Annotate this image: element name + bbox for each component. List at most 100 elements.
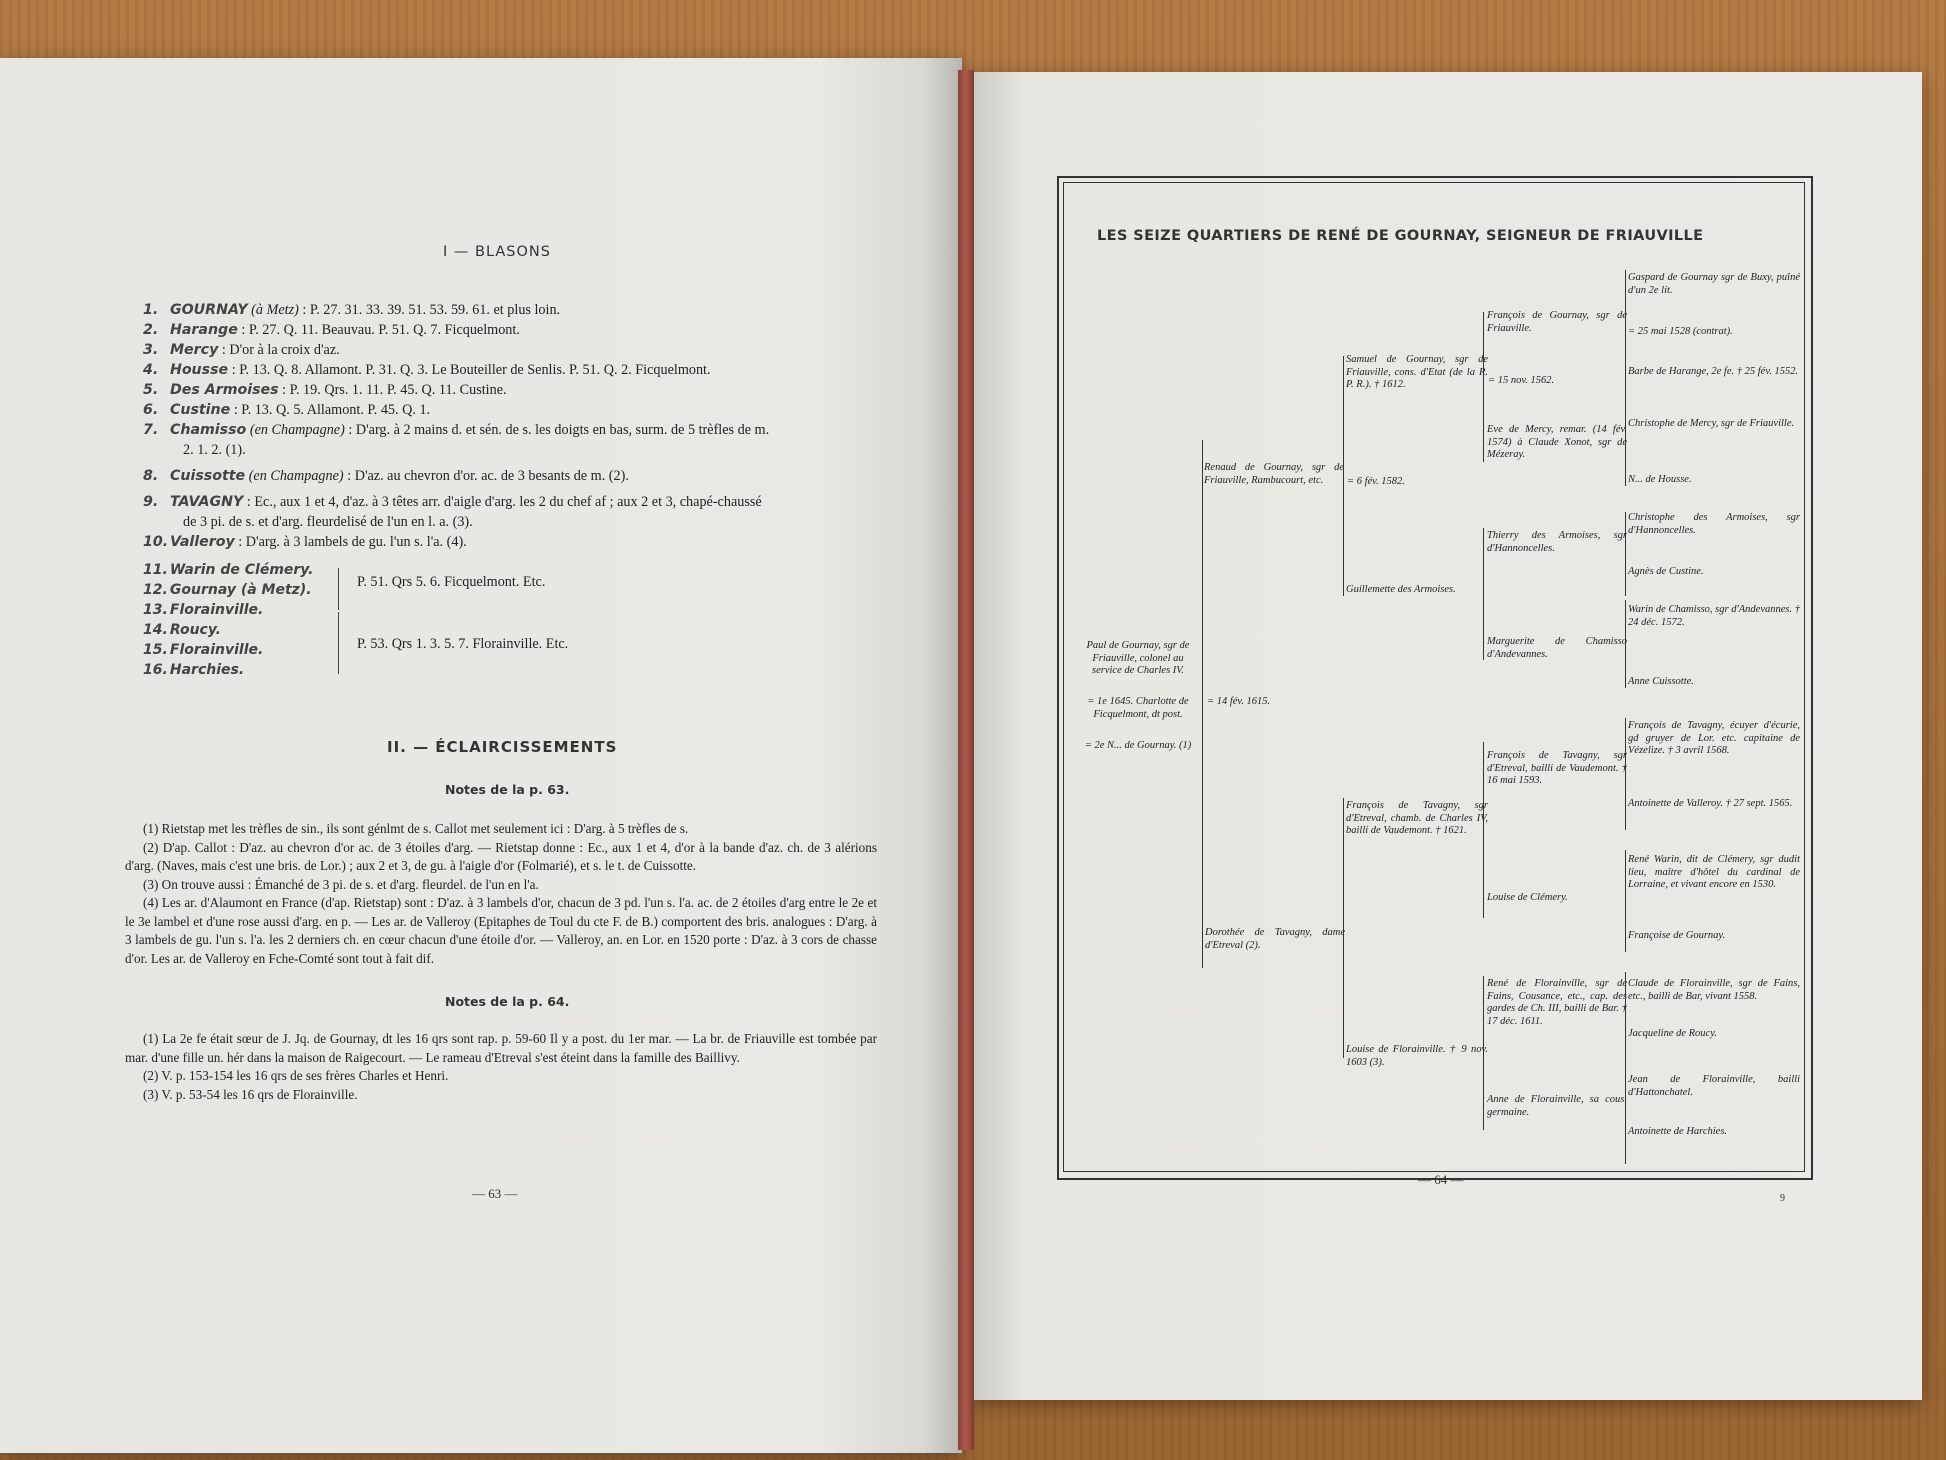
g4-person: Claude de Florainville, sgr de Fains, et…	[1628, 978, 1800, 1002]
bracket-g3	[1625, 718, 1626, 830]
bracket-g2-a	[1483, 312, 1484, 462]
blason-row: 3. Mercy : D'or à la croix d'az.	[143, 340, 883, 360]
blason-row: 2. Harange : P. 27. Q. 11. Beauvau. P. 5…	[143, 320, 883, 340]
blason-name: Valleroy	[165, 534, 235, 550]
blason-text: : D'arg. à 3 lambels de gu. l'un s. l'a.…	[234, 534, 467, 550]
blason-group-row: 14. Roucy.	[143, 620, 313, 640]
root-parents-marriage: = 14 fév. 1615.	[1207, 696, 1271, 707]
blason-number: 5.	[143, 382, 159, 398]
g3-person: Marguerite de Chamisso d'Andevannes.	[1487, 636, 1627, 660]
notes64-title: Notes de la p. 64.	[445, 994, 570, 1009]
note-paragraph: (1) Rietstap met les trèfles de sin., il…	[143, 821, 689, 836]
g2-guillemette: Guillemette des Armoises.	[1346, 584, 1456, 595]
g4-person: Antoinette de Valleroy. † 27 sept. 1565.	[1628, 798, 1793, 809]
blason-name: Chamisso	[165, 422, 247, 438]
g4-person: René Warin, dit de Clémery, sgr dudit li…	[1628, 854, 1800, 890]
blason-number: 15.	[143, 642, 168, 658]
blason-name: Warin de Clémery.	[165, 562, 314, 578]
chart-frame-inner	[1063, 182, 1805, 1172]
page-number-63: — 63 —	[472, 1186, 518, 1201]
blason-number: 6.	[143, 402, 159, 418]
blason-group-row: 16. Harchies.	[143, 660, 313, 680]
blason-number: 4.	[143, 362, 159, 378]
notes63-title: Notes de la p. 63.	[445, 782, 570, 797]
blason-group-row: 11. Warin de Clémery.	[143, 560, 313, 580]
g4-person: Christophe de Mercy, sgr de Friauville.	[1628, 418, 1795, 429]
blason-text: : P. 13. Q. 5. Allamont. P. 45. Q. 1.	[230, 402, 431, 418]
left-page	[0, 58, 962, 1453]
blason-row: 8. Cuissotte (en Champagne) : D'az. au c…	[143, 466, 883, 486]
blason-number: 10.	[143, 534, 169, 550]
blason-text: : D'az. au chevron d'or. ac. de 3 besant…	[343, 468, 629, 484]
blason-number: 11.	[143, 562, 168, 578]
blason-text: : P. 27. 31. 33. 39. 51. 53. 59. 61. et …	[298, 302, 561, 318]
bracket-g3	[1625, 972, 1626, 1072]
g3-person: René de Florainville, sgr de Fains, Cous…	[1487, 978, 1627, 1027]
blason-name: Florainville.	[165, 602, 264, 618]
g3-person: Thierry des Armoises, sgr d'Hannoncelles…	[1487, 530, 1627, 554]
g4-person: Antoinette de Harchies.	[1628, 1126, 1728, 1137]
blason-text: de 3 pi. de s. et d'arg. fleurdelisé de …	[183, 514, 473, 530]
blason-row: 4. Housse : P. 13. Q. 8. Allamont. P. 31…	[143, 360, 883, 380]
bracket-g2-c	[1483, 742, 1484, 918]
blason-group-row: 15. Florainville.	[143, 640, 313, 660]
blason-number: 7.	[143, 422, 159, 438]
g4-person: Barbe de Harange, 2e fe. † 25 fév. 1552.	[1628, 366, 1799, 377]
blason-row: 9. TAVAGNY : Ec., aux 1 et 4, d'az. à 3 …	[143, 492, 883, 512]
notes-64: (1) La 2e fe était sœur de J. Jq. de Gou…	[125, 1030, 877, 1104]
blason-name: Mercy	[165, 342, 219, 358]
blason-number: 16.	[143, 662, 168, 678]
g2-francois-tavagny: François de Tavagny, sgr d'Etreval, cham…	[1346, 800, 1488, 836]
blason-name: Des Armoises	[165, 382, 279, 398]
g3-person: Louise de Clémery.	[1487, 892, 1568, 903]
blason-name: Gournay (à Metz).	[165, 582, 312, 598]
g4-person: Gaspard de Gournay sgr de Buxy, puîné d'…	[1628, 272, 1800, 296]
blason-text: : P. 27. Q. 11. Beauvau. P. 51. Q. 7. Fi…	[237, 322, 520, 338]
blason-name: Housse	[165, 362, 229, 378]
g4-person: Agnès de Custine.	[1628, 566, 1704, 577]
g4-person: Jean de Florainville, bailli d'Hattoncha…	[1628, 1074, 1800, 1098]
bracket-g3	[1625, 270, 1626, 420]
blason-qualifier: (en Champagne)	[245, 468, 344, 484]
brace-b	[338, 612, 339, 674]
blason-number: 12.	[143, 582, 168, 598]
blason-name: Harange	[165, 322, 238, 338]
bracket-g2-d	[1483, 976, 1484, 1130]
note-paragraph: (3) On trouve aussi : Émanché de 3 pi. d…	[143, 876, 539, 892]
blason-number: 13.	[143, 602, 168, 618]
blason-text: : Ec., aux 1 et 4, d'az. à 3 têtes arr. …	[243, 494, 762, 510]
g2-louise-florainville: Louise de Florainville. † 9 nov. 1603 (3…	[1346, 1044, 1488, 1068]
blason-text: : P. 13. Q. 8. Allamont. P. 31. Q. 3. Le…	[228, 362, 711, 378]
g4-person: Warin de Chamisso, sgr d'Andevannes. † 2…	[1628, 604, 1800, 628]
g4-person: N... de Housse.	[1628, 474, 1692, 485]
g1-mother: Dorothée de Tavagny, dame d'Etreval (2).	[1205, 927, 1345, 951]
blason-row: 6. Custine : P. 13. Q. 5. Allamont. P. 4…	[143, 400, 883, 420]
group-ref-a: P. 51. Qrs 5. 6. Ficquelmont. Etc.	[357, 574, 546, 590]
g3-person: Anne de Florainville, sa cous. germaine.	[1487, 1094, 1627, 1118]
brace-a	[338, 568, 339, 610]
blason-name: TAVAGNY	[165, 494, 244, 510]
note-paragraph: (2) D'ap. Callot : D'az. au chevron d'or…	[125, 839, 877, 874]
g2-samuel: Samuel de Gournay, sgr de Friauville, co…	[1346, 354, 1488, 390]
blason-row: 2. 1. 2. (1).	[143, 440, 883, 460]
g4-person: François de Tavagny, écuyer d'écurie, gd…	[1628, 720, 1800, 756]
blason-number: 14.	[143, 622, 168, 638]
note-paragraph: (1) La 2e fe était sœur de J. Jq. de Gou…	[125, 1031, 877, 1065]
note-paragraph: (2) V. p. 153-154 les 16 qrs de ses frèr…	[143, 1068, 449, 1083]
page-number-64: — 64 —	[1418, 1172, 1464, 1187]
bracket-g3	[1625, 512, 1626, 596]
group-ref-b: P. 53. Qrs 1. 3. 5. 7. Florainville. Etc…	[357, 636, 569, 652]
corner-mark: 9	[1780, 1193, 1785, 1204]
root-marriage-2: = 2e N... de Gournay. (1)	[1084, 740, 1192, 751]
g4-person: Jacqueline de Roucy.	[1628, 1028, 1717, 1039]
section-heading-blasons: I — BLASONS	[443, 244, 551, 260]
blason-text: : D'arg. à 2 mains d. et sén. de s. les …	[344, 422, 770, 438]
bracket-g3	[1625, 600, 1626, 688]
blason-row: 1. GOURNAY (à Metz) : P. 27. 31. 33. 39.…	[143, 300, 883, 320]
note-paragraph: (3) V. p. 53-54 les 16 qrs de Florainvil…	[143, 1086, 358, 1102]
blason-number: 1.	[143, 302, 159, 318]
blason-name: Custine	[165, 402, 231, 418]
blason-group-row: 12. Gournay (à Metz).	[143, 580, 313, 600]
chart-frame	[1057, 176, 1813, 1180]
g3-person: François de Tavagny, sgr d'Etreval, bail…	[1487, 750, 1627, 786]
